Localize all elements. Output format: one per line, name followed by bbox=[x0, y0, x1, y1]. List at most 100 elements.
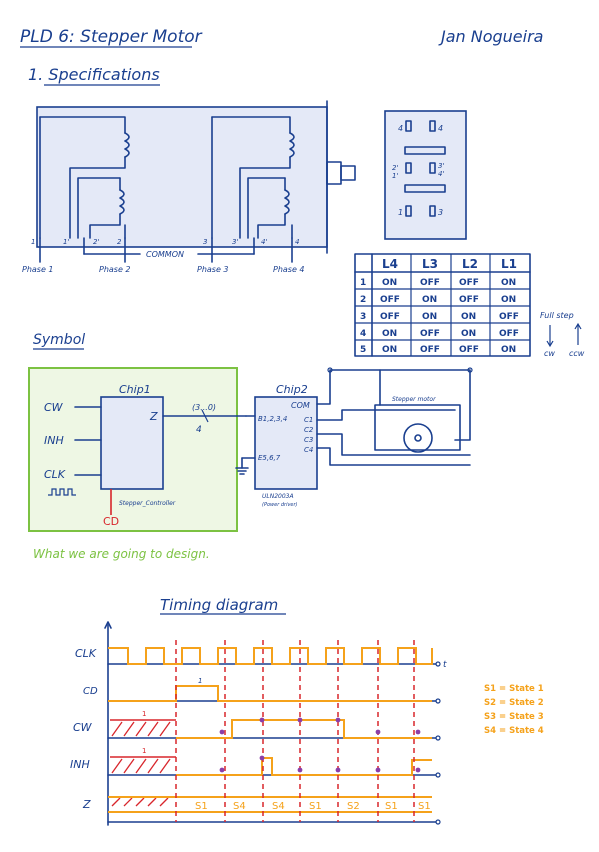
sample-dots bbox=[219, 717, 421, 773]
table-cell: 5 bbox=[360, 345, 366, 355]
table-cell: ON bbox=[461, 312, 476, 322]
terminal-1: 1 bbox=[31, 238, 35, 246]
table-cell: OFF bbox=[499, 312, 519, 322]
inh-high-mark: 1 bbox=[142, 747, 146, 755]
motor-label: Stepper motor bbox=[392, 396, 436, 403]
signal-z: Z bbox=[82, 798, 91, 811]
chip2-c1: C1 bbox=[304, 416, 313, 424]
legend-s1: S1 = State 1 bbox=[484, 684, 544, 694]
terminal-4p: 4' bbox=[261, 238, 267, 246]
table-cell: ON bbox=[461, 329, 476, 339]
timing-heading: Timing diagram bbox=[160, 596, 278, 614]
chip2-c3: C3 bbox=[304, 436, 313, 444]
pin-3: 3 bbox=[438, 208, 443, 217]
cd-high-mark: 1 bbox=[198, 677, 202, 685]
full-step-table bbox=[354, 253, 531, 357]
ccw-label: ccw bbox=[569, 349, 585, 358]
table-cell: OFF bbox=[420, 329, 440, 339]
chip1-block bbox=[48, 396, 247, 515]
legend-s3: S3 = State 3 bbox=[484, 712, 544, 722]
terminal-1p: 1' bbox=[63, 238, 69, 246]
input-cw: CW bbox=[44, 401, 64, 414]
table-cell: OFF bbox=[499, 329, 519, 339]
table-cell: 2 bbox=[360, 295, 366, 305]
stepper-motor-drawing bbox=[36, 100, 356, 263]
table-cell: OFF bbox=[420, 345, 440, 355]
cw-label: cw bbox=[544, 349, 555, 358]
t-label: t bbox=[443, 660, 447, 670]
legend-s2: S2 = State 2 bbox=[484, 698, 544, 708]
state-label: S1 bbox=[418, 801, 431, 812]
cw-hatch bbox=[110, 719, 176, 737]
table-cell: ON bbox=[501, 345, 516, 355]
cd-waveform bbox=[108, 685, 432, 702]
table-cell: ON bbox=[382, 329, 397, 339]
design-note: What we are going to design. bbox=[33, 547, 210, 561]
table-cell: OFF bbox=[420, 278, 440, 288]
state-label: S1 bbox=[195, 801, 208, 812]
terminal-3p: 3' bbox=[232, 238, 238, 246]
symbol-heading: Symbol bbox=[33, 332, 85, 348]
common-label: COMMON bbox=[146, 250, 184, 259]
pin-1p: 1' bbox=[392, 172, 398, 180]
state-label: S4 bbox=[233, 801, 246, 812]
z-hatch bbox=[111, 797, 169, 807]
table-cell: ON bbox=[382, 278, 397, 288]
table-cell: ON bbox=[422, 312, 437, 322]
pin-4p: 4' bbox=[438, 170, 444, 178]
author-name: Jan Nogueira bbox=[438, 27, 543, 46]
table-cell: OFF bbox=[380, 312, 400, 322]
table-cell: ON bbox=[501, 278, 516, 288]
bus-width: 4 bbox=[196, 425, 202, 435]
pin-4a: 4 bbox=[398, 124, 403, 133]
state-label: S4 bbox=[272, 801, 285, 812]
clock-edge-markers bbox=[175, 640, 415, 822]
bus-range: (3...0) bbox=[192, 403, 216, 412]
terminal-2p: 2' bbox=[93, 238, 99, 246]
table-cell: OFF bbox=[380, 295, 400, 305]
terminal-2: 2 bbox=[117, 238, 122, 246]
table-header-l2: L2 bbox=[462, 257, 478, 271]
chip2-e-pins: E5,6,7 bbox=[258, 454, 281, 462]
cd-label: CD bbox=[103, 515, 119, 528]
table-cell: OFF bbox=[459, 278, 479, 288]
chip2-b-pins: B1,2,3,4 bbox=[258, 415, 287, 423]
table-cell: 3 bbox=[360, 312, 366, 322]
table-header-l4: L4 bbox=[382, 257, 398, 271]
state-label: S2 bbox=[347, 801, 360, 812]
output-z: Z bbox=[149, 410, 158, 423]
full-step-label: Full step bbox=[540, 311, 574, 320]
chip2-com: COM bbox=[291, 401, 310, 410]
table-cell: OFF bbox=[459, 345, 479, 355]
table-cell: ON bbox=[382, 345, 397, 355]
terminal-3: 3 bbox=[203, 238, 207, 246]
cw-waveform bbox=[176, 719, 432, 739]
signal-cw: CW bbox=[73, 721, 93, 734]
chip2-c2: C2 bbox=[304, 426, 314, 434]
clk-waveform bbox=[108, 647, 433, 665]
section-specifications: 1. Specifications bbox=[28, 65, 160, 84]
cw-high-mark: 1 bbox=[142, 710, 146, 718]
pin-4b: 4 bbox=[438, 124, 443, 133]
pin-3p: 3' bbox=[438, 162, 444, 170]
inh-waveform bbox=[176, 757, 432, 776]
table-cell: ON bbox=[422, 295, 437, 305]
chip2-block bbox=[235, 367, 473, 490]
chip2-title: Chip2 bbox=[276, 383, 308, 396]
state-label: S1 bbox=[385, 801, 398, 812]
pin-1: 1 bbox=[398, 208, 403, 217]
chip1-title: Chip1 bbox=[119, 383, 151, 396]
legend-s4: S4 = State 4 bbox=[484, 726, 544, 736]
table-header-l3: L3 bbox=[422, 257, 438, 271]
table-header-l1: L1 bbox=[501, 257, 517, 271]
phase-3-label: Phase 3 bbox=[197, 265, 229, 274]
phase-4-label: Phase 4 bbox=[273, 265, 305, 274]
pin-2p: 2' bbox=[392, 164, 398, 172]
table-cell: OFF bbox=[459, 295, 479, 305]
inh-hatch bbox=[110, 756, 176, 774]
input-inh: INH bbox=[44, 434, 64, 447]
phase-1-label: Phase 1 bbox=[22, 265, 54, 274]
page-title: PLD 6: Stepper Motor bbox=[20, 27, 203, 47]
